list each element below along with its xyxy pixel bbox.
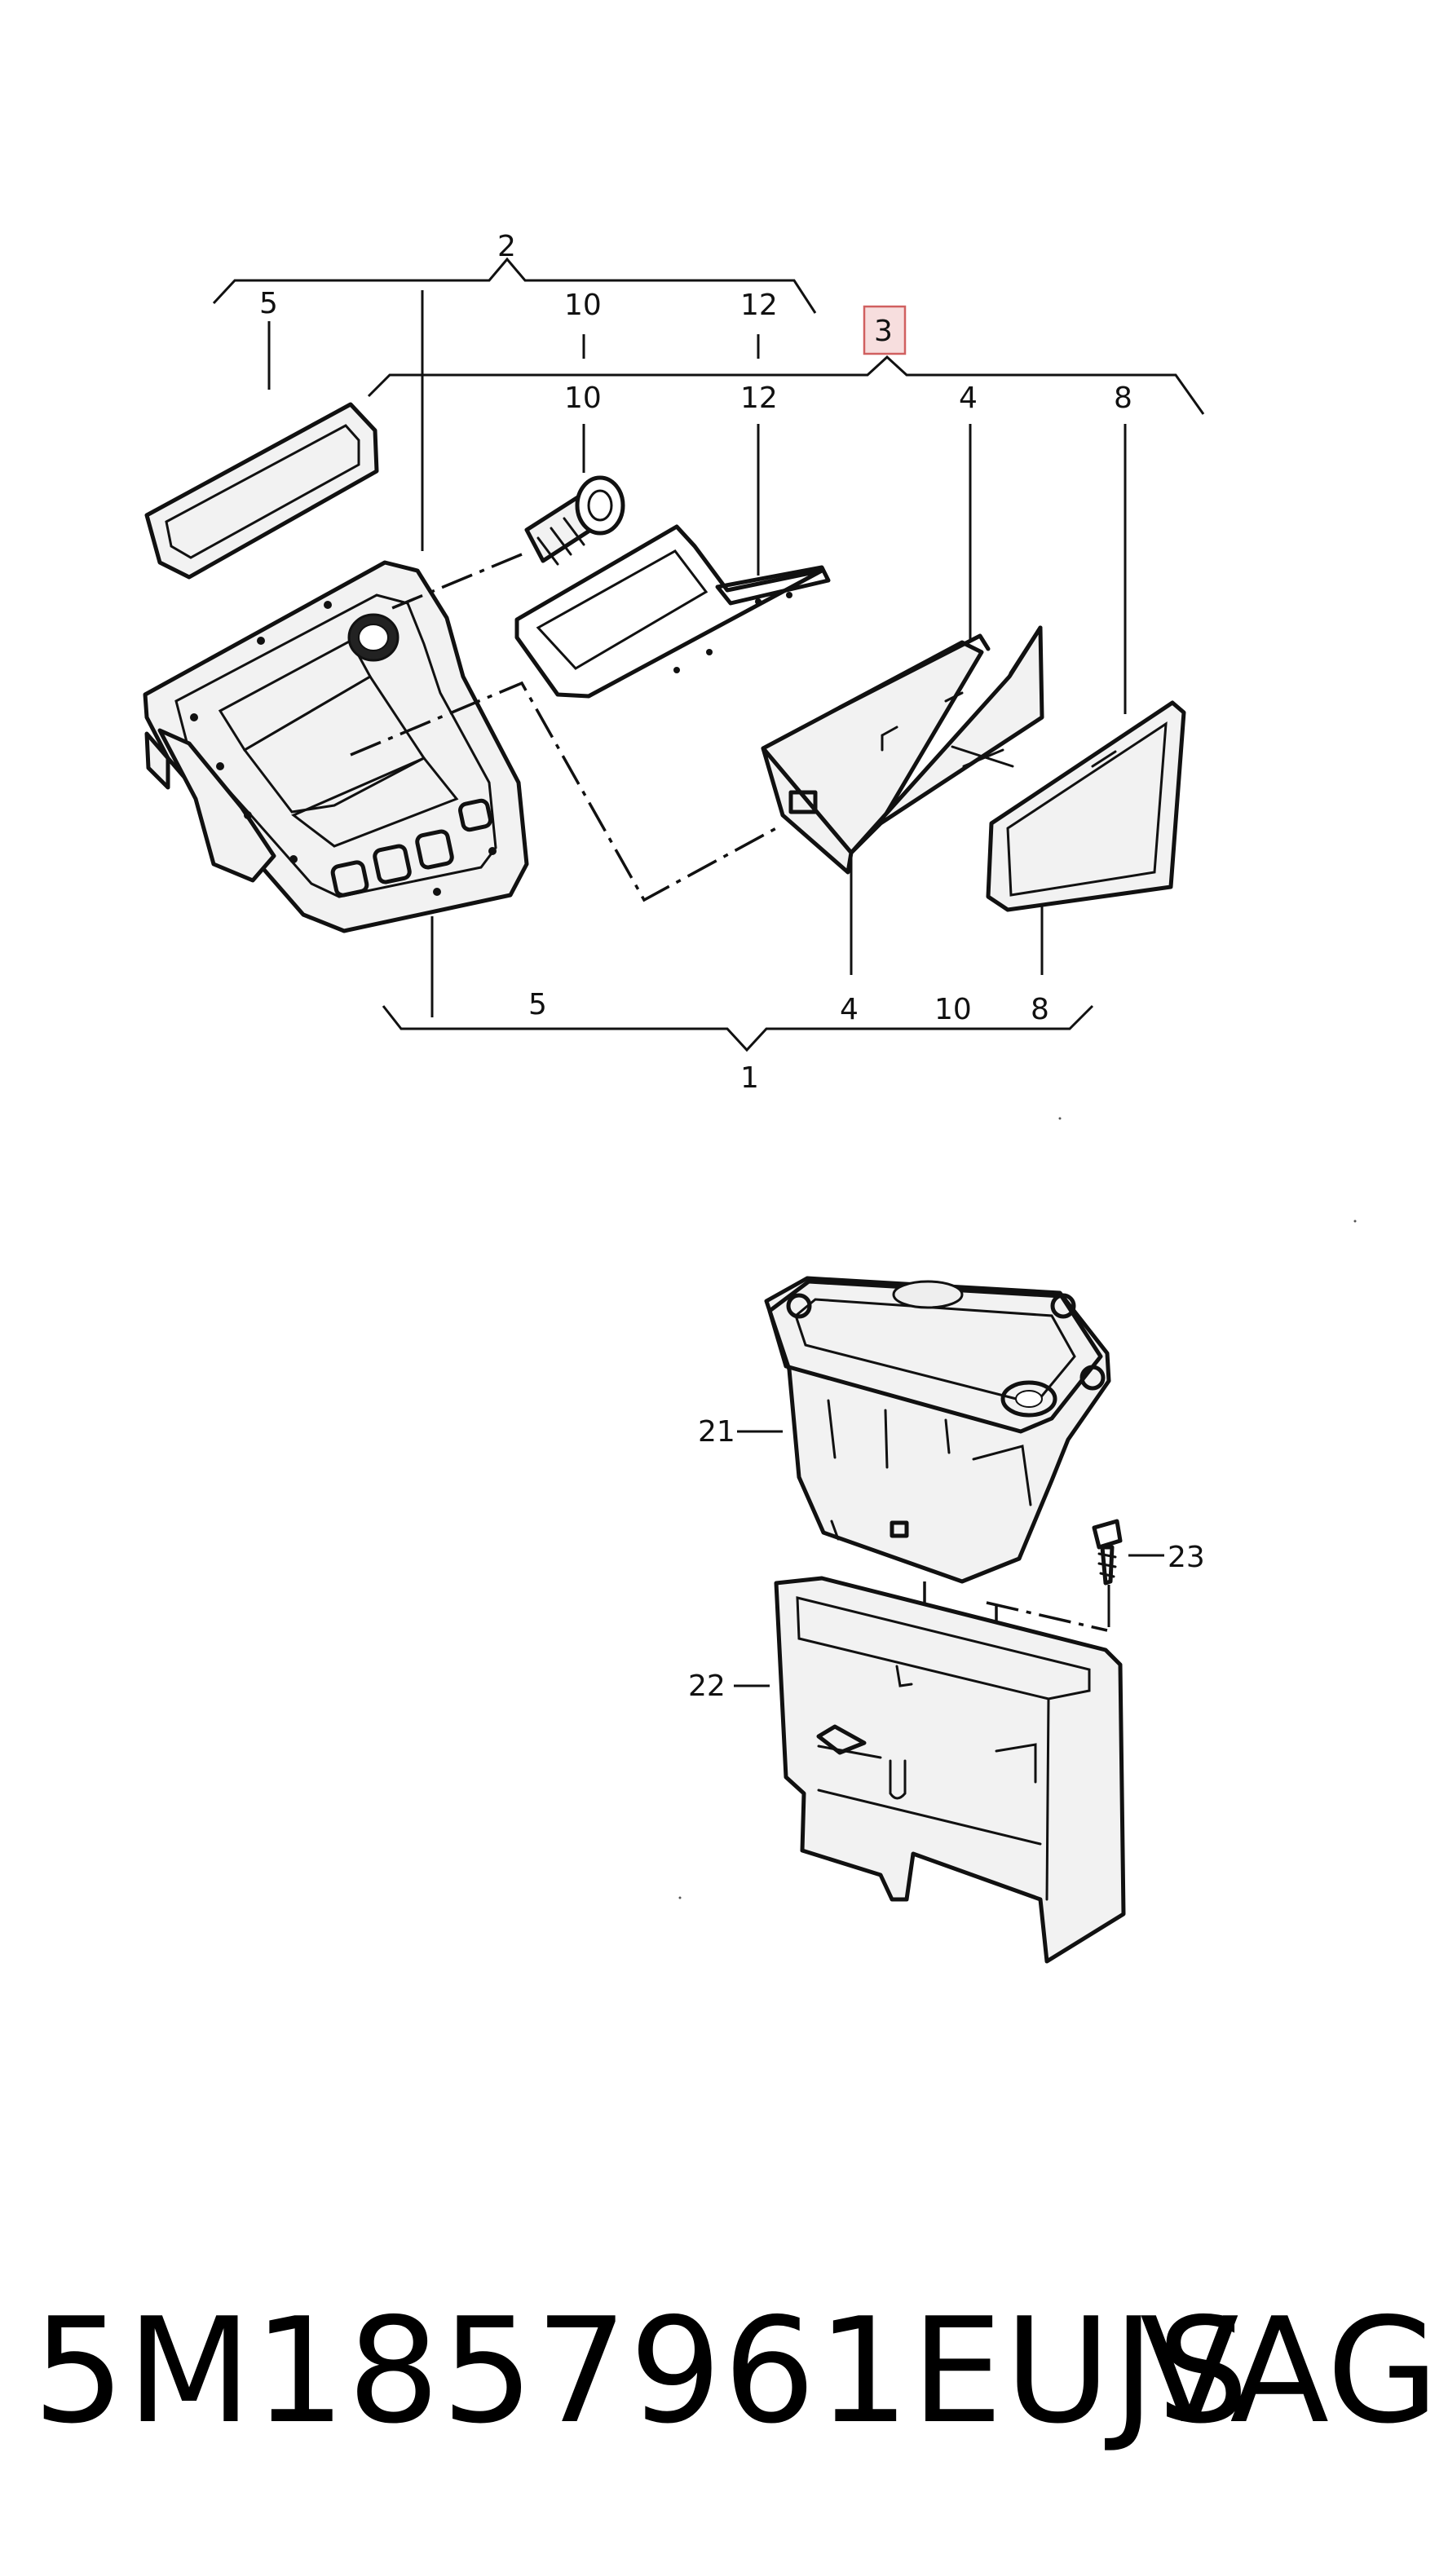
callout-4-top[interactable]: 4: [959, 382, 978, 415]
scan-speck: [678, 1896, 682, 1899]
assembly-line-lighter: [387, 553, 523, 611]
callout-21[interactable]: 21: [698, 1415, 735, 1449]
lighter-part-10: [524, 475, 625, 566]
callout-5-top[interactable]: 5: [259, 287, 278, 320]
console-housing-part-1: [143, 560, 529, 933]
brand-label: VAG: [1140, 2287, 1439, 2455]
callout-23[interactable]: 23: [1168, 1541, 1205, 1574]
scan-speck: [1058, 1117, 1062, 1120]
callout-8-bottom[interactable]: 8: [1031, 993, 1049, 1026]
callout-3[interactable]: 3: [874, 315, 893, 348]
lower-tray-part-22: [774, 1576, 1126, 1964]
callout-5-bottom[interactable]: 5: [528, 988, 547, 1021]
group-bracket-3: [367, 355, 1205, 714]
bracket-part-12: [514, 524, 831, 699]
callout-2[interactable]: 2: [497, 230, 516, 263]
callout-10-group2[interactable]: 10: [564, 289, 602, 322]
group-bracket-2: [212, 257, 817, 551]
cover-panel-part-8: [986, 700, 1186, 912]
group-bracket-1: [382, 856, 1094, 1052]
callout-12-group2[interactable]: 12: [740, 289, 778, 322]
screw-part-23: [1092, 1519, 1123, 1627]
callout-8-top[interactable]: 8: [1114, 382, 1132, 415]
callout-4-bottom[interactable]: 4: [840, 993, 859, 1026]
trim-frame-part-5: [144, 402, 379, 580]
upper-box-part-21: [764, 1276, 1111, 1584]
highlight-box-3: [863, 305, 907, 355]
callout-10-group3[interactable]: 10: [564, 382, 602, 415]
assembly-line-box: [350, 681, 777, 902]
callout-12-group3[interactable]: 12: [740, 382, 778, 415]
scan-speck: [1353, 1220, 1357, 1223]
callout-10-bottom[interactable]: 10: [934, 993, 972, 1026]
part-number-label: 5M1857961EUJS: [33, 2287, 1251, 2455]
callout-22[interactable]: 22: [688, 1670, 726, 1703]
callout-1[interactable]: 1: [740, 1061, 759, 1095]
storage-box-part-4: [761, 625, 1044, 875]
